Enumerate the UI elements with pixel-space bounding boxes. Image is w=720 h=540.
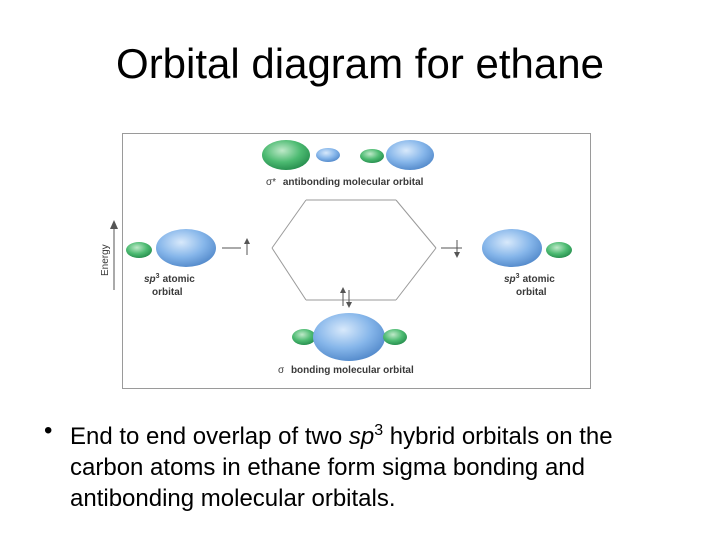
left-sp: sp (144, 274, 156, 285)
slide-title: Orbital diagram for ethane (116, 40, 604, 87)
bonding-label-text: bonding molecular orbital (291, 365, 414, 376)
orbital-diagram-svg: Energy σ* antibonding molecular orbital (100, 140, 572, 376)
energy-axis-arrowhead (110, 220, 118, 229)
left-electron-arrowhead (244, 238, 250, 244)
bullet-text: End to end overlap of two sp3 hybrid orb… (70, 415, 690, 514)
bullet-text-before: End to end overlap of two (70, 423, 349, 450)
bonding-label: σ bonding molecular orbital (278, 365, 414, 376)
bullet-marker: • (44, 417, 53, 444)
antibonding-orbital-graphic (262, 140, 434, 170)
connector-left-up (271, 199, 307, 249)
antibonding-label: σ* antibonding molecular orbital (266, 177, 424, 188)
green-lobe-small (360, 149, 384, 163)
bullet-text-superscript: 3 (374, 422, 384, 439)
left-sp3-orbital-graphic (126, 229, 216, 267)
bullet-text-after: hybrid orbitals on the carbon atoms in e… (70, 423, 613, 512)
antibonding-sigma: σ* (266, 177, 276, 188)
connector-right-up (395, 199, 437, 249)
left-orbital-word: orbital (152, 287, 183, 298)
connector-left-down (271, 247, 307, 301)
bonding-orbital-graphic (292, 313, 407, 361)
bonding-green-lobe-right (383, 329, 407, 345)
left-atomic-word: atomic (163, 274, 196, 285)
right-sp3-orbital-graphic (482, 229, 572, 267)
left-blue-lobe (156, 229, 216, 267)
right-sp-exp: 3 (516, 273, 520, 280)
blue-lobe-large (386, 140, 434, 170)
right-atomic-word: atomic (523, 274, 556, 285)
right-orbital-word: orbital (516, 287, 547, 298)
left-sp-exp: 3 (156, 273, 160, 280)
right-electron-arrowhead (454, 252, 460, 258)
energy-axis-label: Energy (100, 244, 111, 276)
bonding-arrow-down-head (346, 302, 352, 308)
energy-axis: Energy (100, 220, 118, 290)
right-sp: sp (504, 274, 516, 285)
bullet-text-italic: sp (348, 423, 375, 450)
right-blue-lobe (482, 229, 542, 267)
energy-connectors (271, 199, 437, 301)
connector-right-down (395, 247, 437, 301)
antibonding-label-text: antibonding molecular orbital (283, 177, 424, 188)
bonding-blue-lobe (313, 313, 385, 361)
left-green-lobe (126, 242, 152, 258)
green-lobe-large (262, 140, 310, 170)
bonding-green-lobe-left (292, 329, 316, 345)
bonding-sigma: σ (278, 365, 285, 376)
bonding-arrow-up-head (340, 287, 346, 293)
blue-lobe-small (316, 148, 340, 162)
orbital-diagram-figure: Energy σ* antibonding molecular orbital (96, 130, 616, 392)
right-green-lobe (546, 242, 572, 258)
